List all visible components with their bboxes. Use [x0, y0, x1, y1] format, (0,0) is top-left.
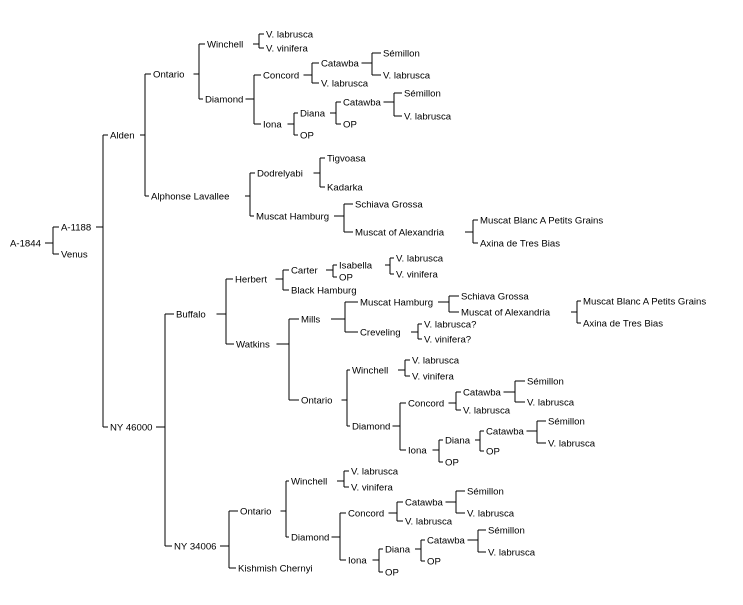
- node-iona: Iona: [348, 556, 367, 567]
- node-v-labrusca: V. labrusca: [548, 439, 596, 450]
- node-ny-46000: NY 46000: [110, 423, 153, 434]
- node-kishmish-chernyi: Kishmish Chernyi: [238, 564, 313, 575]
- node-catawba: Catawba: [427, 536, 466, 547]
- node-axina-de-tres-bias: Axina de Tres Bias: [480, 239, 560, 250]
- node-diana: Diana: [300, 109, 326, 120]
- node-v-labrusca: V. labrusca: [404, 112, 452, 123]
- node-muscat-of-alexandria: Muscat of Alexandria: [461, 308, 551, 319]
- node-buffalo: Buffalo: [176, 310, 206, 321]
- node-semillon: Sémillon: [383, 49, 420, 60]
- node-semillon: Sémillon: [548, 417, 585, 428]
- node-catawba: Catawba: [463, 388, 502, 399]
- node-carter: Carter: [291, 266, 318, 277]
- node-winchell: Winchell: [207, 40, 243, 51]
- node-v-labrusca: V. labrusca: [527, 398, 575, 409]
- node-diamond: Diamond: [352, 422, 390, 433]
- node-dodrelyabi: Dodrelyabi: [257, 169, 303, 180]
- node-op: OP: [427, 557, 441, 568]
- node-op: OP: [385, 568, 399, 579]
- node-diamond: Diamond: [291, 533, 329, 544]
- node-v-labrusca: V. labrusca: [351, 467, 399, 478]
- node-concord: Concord: [348, 509, 384, 520]
- node-v-labrusca: V. labrusca: [488, 548, 536, 559]
- node-mills: Mills: [301, 315, 320, 326]
- node-watkins: Watkins: [236, 340, 270, 351]
- node-v-labrusca: V. labrusca: [321, 79, 369, 90]
- node-muscat-blanc-a-petits-grains: Muscat Blanc A Petits Grains: [583, 297, 706, 308]
- node-v-labrusca: V. labrusca: [405, 517, 453, 528]
- node-semillon: Sémillon: [404, 89, 441, 100]
- node-v-vinifera: V. vinifera: [412, 372, 454, 383]
- node-diana: Diana: [385, 545, 411, 556]
- node-kadarka: Kadarka: [327, 183, 363, 194]
- node-iona: Iona: [408, 446, 427, 457]
- node-op: OP: [445, 458, 459, 469]
- node-op: OP: [300, 131, 314, 142]
- node-diana: Diana: [445, 436, 471, 447]
- node-ontario: Ontario: [301, 396, 332, 407]
- node-catawba: Catawba: [486, 427, 525, 438]
- node-venus: Venus: [61, 250, 88, 261]
- node-v-labrusca: V. labrusca?: [424, 320, 476, 331]
- node-v-vinifera: V. vinifera?: [424, 335, 471, 346]
- node-concord: Concord: [263, 71, 299, 82]
- node-concord: Concord: [408, 399, 444, 410]
- node-catawba: Catawba: [405, 498, 444, 509]
- node-op: OP: [339, 273, 353, 284]
- node-v-vinifera: V. vinifera: [396, 270, 438, 281]
- node-a-1188: A-1188: [61, 223, 91, 234]
- node-catawba: Catawba: [321, 59, 360, 70]
- node-op: OP: [343, 120, 357, 131]
- node-catawba: Catawba: [343, 98, 382, 109]
- node-alphonse-lavallee: Alphonse Lavallee: [151, 192, 229, 203]
- node-winchell: Winchell: [291, 477, 327, 488]
- node-v-labrusca: V. labrusca: [467, 509, 515, 520]
- node-alden: Alden: [110, 131, 135, 142]
- node-op: OP: [486, 447, 500, 458]
- node-tigvoasa: Tigvoasa: [327, 154, 366, 165]
- node-ontario: Ontario: [153, 70, 184, 81]
- node-diamond: Diamond: [205, 95, 243, 106]
- node-muscat-hamburg: Muscat Hamburg: [360, 298, 433, 309]
- node-schiava-grossa: Schiava Grossa: [355, 200, 423, 211]
- connector-lines: [45, 33, 581, 573]
- node-herbert: Herbert: [235, 275, 267, 286]
- node-iona: Iona: [263, 120, 282, 131]
- node-v-vinifera: V. vinifera: [266, 44, 308, 55]
- node-winchell: Winchell: [352, 366, 388, 377]
- node-muscat-blanc-a-petits-grains: Muscat Blanc A Petits Grains: [480, 216, 603, 227]
- node-v-vinifera: V. vinifera: [351, 483, 393, 494]
- node-creveling: Creveling: [360, 328, 401, 339]
- node-v-labrusca: V. labrusca: [463, 406, 511, 417]
- node-a-1844: A-1844: [10, 239, 42, 250]
- node-v-labrusca: V. labrusca: [266, 30, 314, 41]
- node-ny-34006: NY 34006: [174, 542, 217, 553]
- node-schiava-grossa: Schiava Grossa: [461, 292, 529, 303]
- node-semillon: Sémillon: [527, 377, 564, 388]
- node-v-labrusca: V. labrusca: [383, 71, 431, 82]
- node-axina-de-tres-bias: Axina de Tres Bias: [583, 319, 663, 330]
- node-v-labrusca: V. labrusca: [412, 356, 460, 367]
- node-muscat-hamburg: Muscat Hamburg: [256, 212, 329, 223]
- node-ontario: Ontario: [240, 507, 271, 518]
- node-semillon: Sémillon: [488, 526, 525, 537]
- node-semillon: Sémillon: [467, 487, 504, 498]
- node-muscat-of-alexandria: Muscat of Alexandria: [355, 228, 445, 239]
- node-black-hamburg: Black Hamburg: [291, 286, 357, 297]
- node-v-labrusca: V. labrusca: [396, 254, 444, 265]
- node-isabella: Isabella: [339, 261, 373, 272]
